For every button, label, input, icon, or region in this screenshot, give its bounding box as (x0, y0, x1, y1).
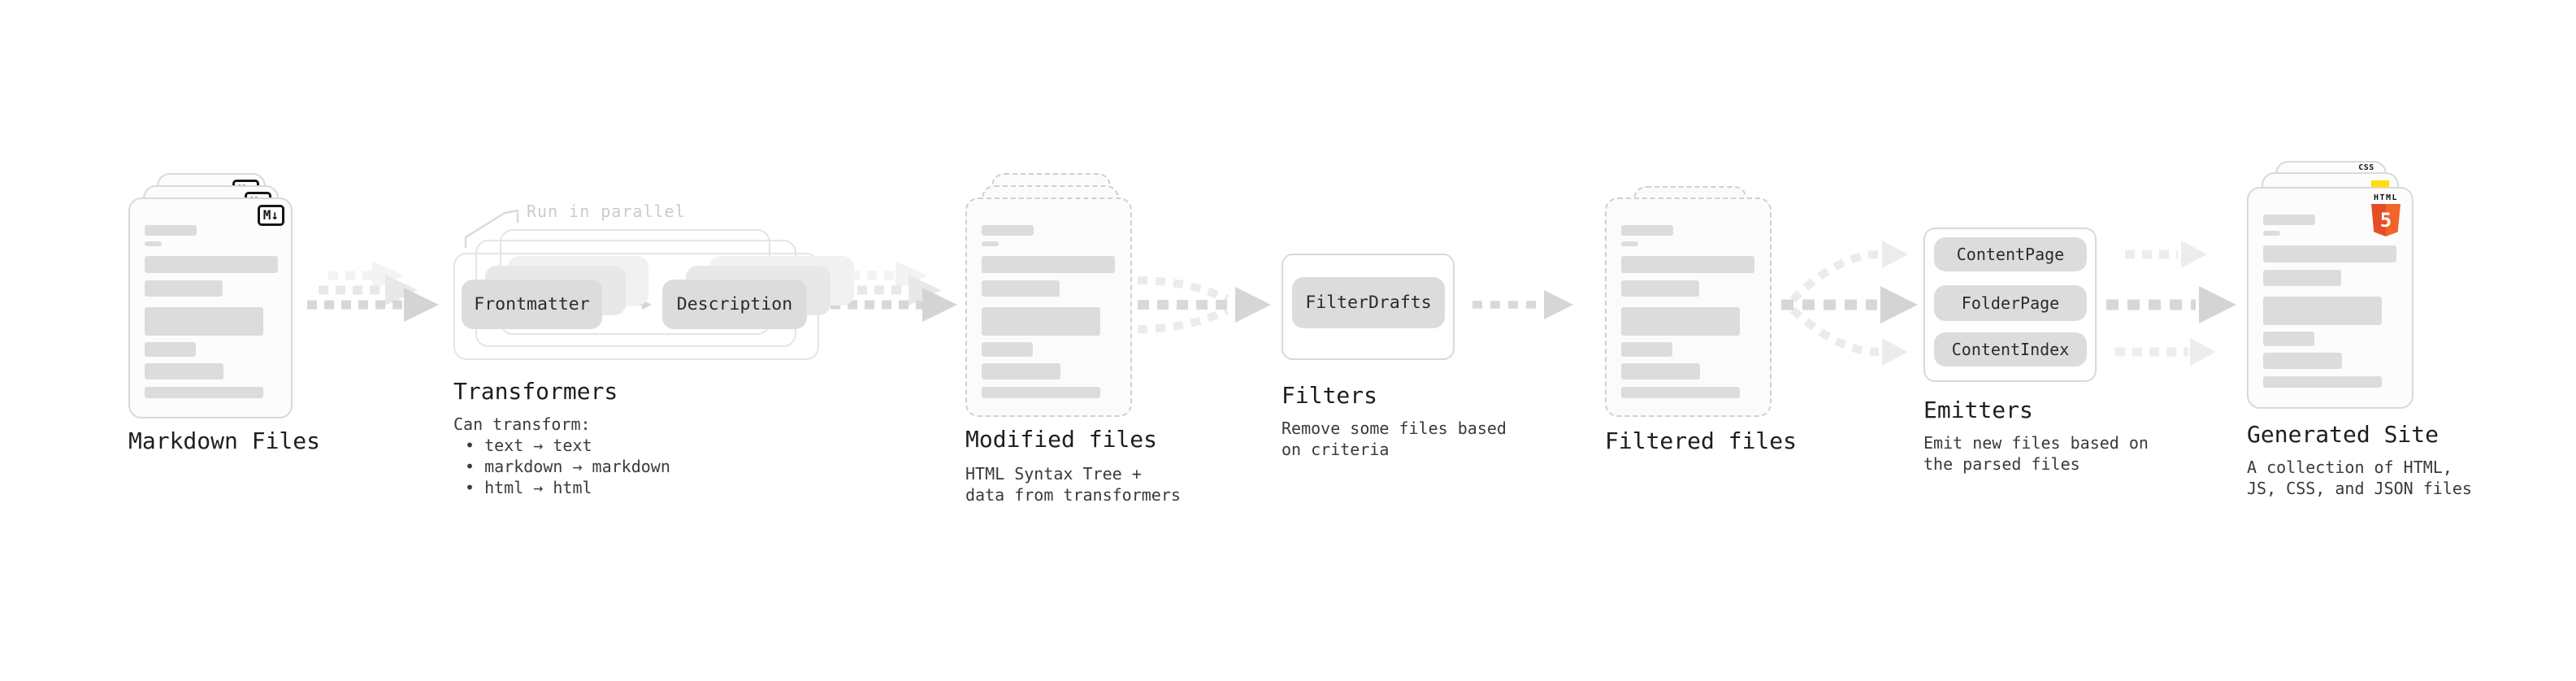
desc-bullet: • text → text (465, 436, 592, 455)
transformers-label: Transformers (453, 378, 618, 405)
desc-line: Emit new files based on (1923, 433, 2149, 453)
placeholder-bar (2263, 231, 2280, 236)
placeholder-bar (1621, 256, 1754, 273)
placeholder-bar (982, 363, 1060, 380)
arrow-emitters-to-generated (2106, 241, 2236, 366)
frontmatter-pill: Frontmatter (462, 280, 602, 329)
placeholder-bar (145, 280, 223, 297)
placeholder-bar (2263, 353, 2342, 369)
css-icon-label: CSS (2358, 163, 2374, 172)
placeholder-bar (145, 363, 223, 380)
desc-line: HTML Syntax Tree + (965, 464, 1142, 484)
placeholder-bar (982, 387, 1100, 398)
arrow-transformers-to-modified (830, 261, 957, 322)
modified-files-description: HTML Syntax Tree + data from transformer… (965, 463, 1181, 505)
filtered-files-label: Filtered files (1605, 427, 1798, 454)
run-in-parallel-leader-line (464, 209, 519, 248)
placeholder-bar (145, 256, 278, 273)
filters-description: Remove some files based on criteria (1281, 418, 1507, 460)
placeholder-bar (145, 225, 197, 236)
placeholder-bar (2263, 376, 2382, 388)
placeholder-bar (145, 241, 162, 246)
desc-line: data from transformers (965, 485, 1181, 505)
placeholder-bar (982, 241, 999, 246)
placeholder-bar (1621, 387, 1740, 398)
folderpage-pill: FolderPage (1934, 285, 2087, 321)
html5-icon-label: HTML (2373, 193, 2399, 202)
arrow-markdown-to-transformers (307, 261, 439, 322)
emitters-description: Emit new files based on the parsed files (1923, 432, 2149, 475)
desc-line: Can transform: (453, 414, 591, 434)
placeholder-bar (2263, 270, 2341, 286)
placeholder-bar (1621, 342, 1672, 357)
placeholder-bar (2263, 297, 2382, 325)
emitters-label: Emitters (1923, 397, 2033, 423)
modified-file-card-front (965, 197, 1132, 417)
contentpage-pill: ContentPage (1934, 237, 2087, 271)
placeholder-bar (982, 256, 1115, 273)
generated-site-description: A collection of HTML, JS, CSS, and JSON … (2247, 457, 2472, 499)
placeholder-bar (982, 342, 1033, 357)
arrow-filters-to-filtered (1472, 290, 1573, 319)
modified-files-label: Modified files (965, 426, 1158, 453)
desc-line: Remove some files based (1281, 419, 1507, 438)
placeholder-bar (1621, 225, 1673, 236)
arrow-modified-to-filters (1137, 276, 1271, 333)
placeholder-bar (1621, 363, 1700, 380)
transformers-description: Can transform: • text → text • markdown … (453, 414, 670, 498)
arrow-filtered-to-emitters (1781, 241, 1918, 366)
run-in-parallel-annotation: Run in parallel (527, 202, 686, 221)
generated-site-card-html: HTML 5 (2247, 187, 2413, 409)
placeholder-bar (982, 280, 1060, 297)
contentindex-pill: ContentIndex (1934, 332, 2087, 367)
placeholder-bar (982, 225, 1034, 236)
desc-bullet: • markdown → markdown (465, 457, 670, 476)
markdown-icon: M↓ (257, 205, 284, 226)
description-pill: Description (662, 280, 807, 329)
placeholder-bar (1621, 307, 1740, 336)
placeholder-bar (2263, 332, 2314, 346)
desc-line: the parsed files (1923, 454, 2080, 474)
filtered-file-card-front (1605, 197, 1772, 417)
html5-icon-number: 5 (2379, 209, 2392, 232)
placeholder-bar (145, 387, 263, 398)
placeholder-bar (145, 307, 263, 336)
generated-site-label: Generated Site (2247, 421, 2439, 448)
html5-icon: HTML 5 (2368, 193, 2404, 236)
html5-icon-shield: 5 (2371, 204, 2400, 236)
markdown-files-label: Markdown Files (128, 427, 321, 454)
filterdrafts-pill: FilterDrafts (1292, 277, 1445, 328)
markdown-file-card-front: M↓ (128, 197, 293, 419)
placeholder-bar (982, 307, 1100, 336)
placeholder-bar (2263, 215, 2315, 225)
placeholder-bar (145, 342, 196, 357)
desc-line: JS, CSS, and JSON files (2247, 479, 2472, 498)
desc-bullet: • html → html (465, 478, 592, 497)
filters-label: Filters (1281, 382, 1378, 409)
desc-line: on criteria (1281, 440, 1390, 459)
placeholder-bar (2263, 245, 2396, 262)
placeholder-bar (1621, 241, 1638, 246)
placeholder-bar (1621, 280, 1699, 297)
desc-line: A collection of HTML, (2247, 458, 2452, 477)
